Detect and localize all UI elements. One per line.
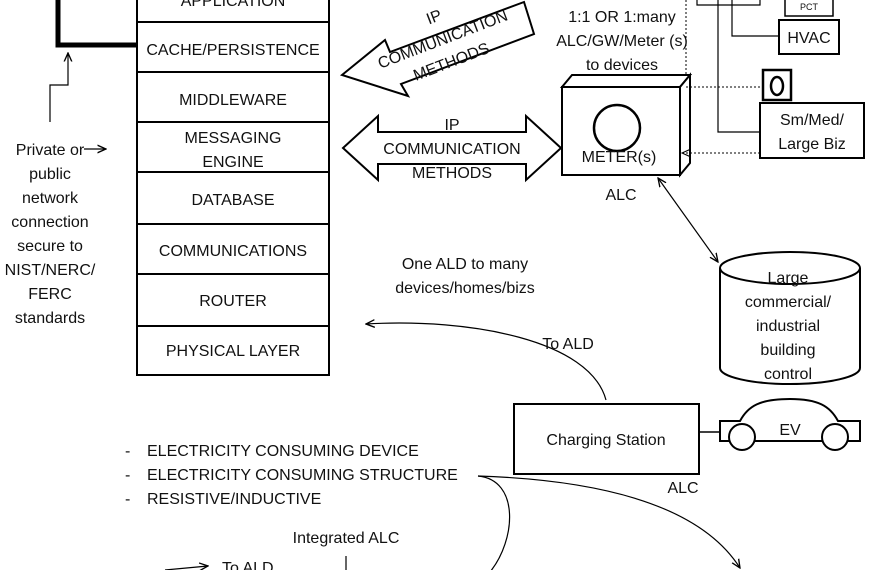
relation-note-line1: 1:1 OR 1:many [568, 9, 676, 26]
meter-dial-icon [592, 103, 642, 153]
ip-arrow-mid-line1: IP [444, 117, 459, 134]
network-note: Private or public network connection secure … [5, 142, 96, 327]
bullet-dash-1: - [125, 443, 130, 460]
pct-label: PCT [800, 2, 819, 12]
bullet-dash-3: - [125, 491, 130, 508]
hvac-box [778, 19, 840, 55]
layer-middleware: MIDDLEWARE [179, 92, 287, 109]
bullet-item-3: RESISTIVE/INDUCTIVE [147, 491, 321, 508]
building-line3: industrial [756, 318, 820, 335]
bullet-list: - ELECTRICITY CONSUMING DEVICE - ELECTRI… [125, 443, 458, 508]
building-control-cylinder: Large commercial/ industrial building co… [719, 251, 861, 385]
network-note-line: NIST/NERC/ [5, 262, 96, 279]
ip-arrow-mid-line2: COMMUNICATION [383, 141, 520, 158]
charging-station-label: Charging Station [546, 432, 665, 449]
hvac-link [731, 0, 779, 37]
note-arrow-up [49, 53, 68, 122]
building-link [658, 178, 718, 262]
network-note-line: Private or [16, 142, 85, 159]
layer-messaging-engine-line: MESSAGING [185, 130, 282, 147]
pct-link [696, 0, 761, 6]
ev-car-icon: EV [719, 397, 861, 451]
layer-messaging-engine: MESSAGING ENGINE [185, 130, 282, 171]
relation-note-line2: ALC/GW/Meter (s) [556, 33, 688, 50]
to-ald-label: To ALD [542, 336, 594, 353]
alc-label: ALC [605, 187, 636, 204]
ald-note-line2: devices/homes/bizs [395, 280, 535, 297]
layer-cache-persistence: CACHE/PERSISTENCE [146, 42, 319, 59]
to-ald-bottom-label: To ALD [222, 560, 274, 570]
building-line4: building [760, 342, 815, 359]
protocol-stack: APPLICATION CACHE/PERSISTENCE MIDDLEWARE… [136, 0, 330, 376]
network-note-line: secure to [17, 238, 83, 255]
meter-label: METER(s) [582, 149, 657, 166]
integrated-alc-label: Integrated ALC [293, 530, 400, 547]
layer-physical: PHYSICAL LAYER [166, 343, 300, 360]
hvac-label: HVAC [787, 30, 830, 47]
structure-curve-right [477, 475, 740, 568]
biz-label-line1: Sm/Med/ [780, 112, 845, 129]
meter-box: METER(s) [559, 72, 693, 178]
structure-curve-down [477, 475, 511, 570]
relation-note-line3: to devices [586, 57, 658, 74]
ip-arrow-top: IP COMMUNICATION METHODS [339, 0, 536, 98]
to-ald-arrow [366, 323, 607, 401]
to-ald-bottom-arrow [164, 566, 208, 570]
network-bracket [55, 0, 136, 48]
network-note-line: FERC [28, 286, 72, 303]
biz-box [759, 102, 865, 159]
bullet-dash-2: - [125, 467, 130, 484]
building-line5: control [764, 366, 812, 383]
network-note-line: public [29, 166, 71, 183]
layer-communications: COMMUNICATIONS [159, 243, 307, 260]
bullet-item-2: ELECTRICITY CONSUMING STRUCTURE [147, 467, 458, 484]
layer-application: APPLICATION [181, 0, 286, 10]
biz-link [717, 0, 760, 133]
network-note-line: network [22, 190, 79, 207]
layer-messaging-engine-line: ENGINE [202, 154, 263, 171]
charging-station-box [513, 403, 700, 475]
ev-label: EV [779, 422, 801, 439]
ip-arrow-top-line1: IP [424, 7, 444, 28]
biz-label-line2: Large Biz [778, 136, 846, 153]
bullet-item-1: ELECTRICITY CONSUMING DEVICE [147, 443, 419, 460]
building-line1: Large [768, 270, 809, 287]
thermostat-icon [761, 68, 793, 102]
ald-note-line1: One ALD to many [402, 256, 528, 273]
layer-database: DATABASE [192, 192, 275, 209]
network-note-line: connection [11, 214, 88, 231]
pct-box [784, 0, 834, 17]
ip-arrow-middle: IP COMMUNICATION METHODS [341, 113, 563, 183]
ip-arrow-mid-line3: METHODS [412, 165, 492, 182]
alc-label-charging: ALC [667, 480, 698, 497]
layer-router: ROUTER [199, 293, 267, 310]
building-line2: commercial/ [745, 294, 832, 311]
network-note-line: standards [15, 310, 85, 327]
